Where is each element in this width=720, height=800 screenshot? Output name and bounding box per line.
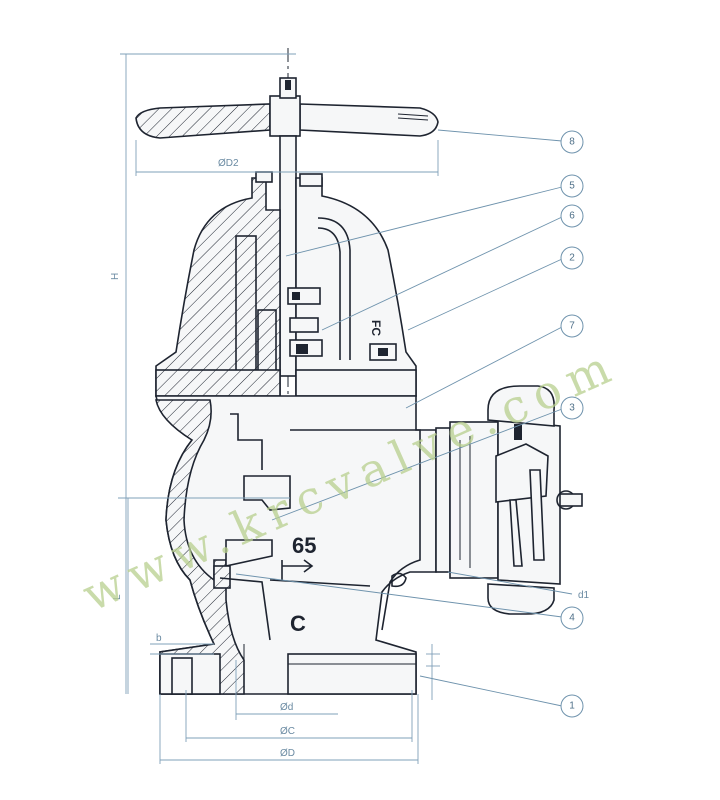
- svg-text:2: 2: [569, 253, 575, 264]
- dim-d-outer-label: ØD: [280, 748, 295, 759]
- handwheel: [135, 77, 439, 139]
- callout-7: 7: [560, 314, 584, 338]
- callout-8: 8: [560, 130, 584, 154]
- dim-b-label: b: [156, 633, 162, 644]
- callout-3: 3: [560, 396, 584, 420]
- svg-text:8: 8: [569, 137, 575, 148]
- dim-d2-label: ØD2: [218, 158, 239, 169]
- svg-text:6: 6: [569, 211, 575, 222]
- valve-body: [155, 395, 437, 695]
- dim-l-label: L: [112, 594, 123, 600]
- callout-1: 1: [560, 694, 584, 718]
- size-marking: 65: [292, 533, 316, 558]
- svg-text:1: 1: [569, 701, 575, 712]
- letter-marking: C: [290, 611, 306, 636]
- bonnet: [155, 171, 417, 397]
- leader-lines: [235, 129, 573, 707]
- callout-6: 6: [560, 204, 584, 228]
- svg-text:5: 5: [569, 181, 575, 192]
- dim-h-label: H: [110, 273, 121, 280]
- dim-d-label: Ød: [280, 702, 293, 713]
- outlet-coupling: [391, 385, 583, 615]
- svg-text:7: 7: [569, 321, 575, 332]
- svg-text:3: 3: [569, 403, 575, 414]
- dim-c-label: ØC: [280, 726, 295, 737]
- svg-text:4: 4: [569, 613, 575, 624]
- callout-5: 5: [560, 174, 584, 198]
- maker-mark: FC: [369, 320, 383, 336]
- callout-4: 4: [560, 606, 584, 630]
- dimension-lines: [118, 53, 440, 764]
- flow-arrow-icon: [282, 559, 314, 573]
- callout-2: 2: [560, 246, 584, 270]
- dim-d1-label: d1: [578, 590, 590, 601]
